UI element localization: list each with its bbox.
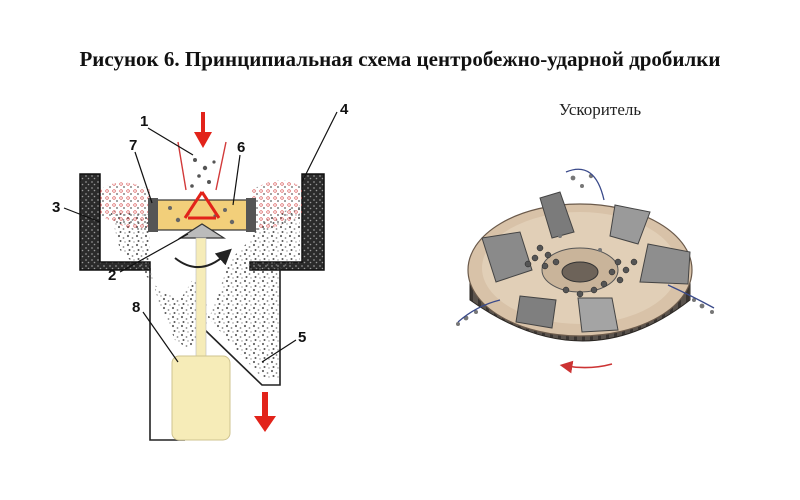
rotor-right-wall	[246, 198, 256, 232]
particle-trajectory-left	[457, 299, 501, 323]
callout-7: 7	[129, 137, 137, 154]
crusher-diagram: 1 7 6 3 4 2 5 8	[52, 101, 349, 441]
callout-1: 1	[140, 113, 148, 130]
drive-shaft	[195, 237, 207, 359]
flying-particles	[456, 173, 714, 326]
crushed-material	[110, 205, 300, 378]
callout-leaders	[63, 111, 338, 363]
vane-back	[539, 191, 575, 239]
particle-trajectory-top	[565, 168, 605, 201]
accelerator-rock-bed	[524, 244, 638, 298]
callout-6: 6	[237, 139, 245, 156]
accelerator-diagram	[456, 168, 715, 374]
callout-5: 5	[298, 329, 306, 346]
motor	[171, 355, 231, 441]
vane-right-back	[609, 204, 651, 245]
vane-left	[481, 231, 533, 283]
feed-stream	[177, 141, 227, 191]
callout-2: 2	[108, 267, 116, 284]
vane-front	[577, 297, 619, 333]
vane-front-left	[515, 295, 557, 329]
rotor-left-wall	[148, 198, 158, 232]
impact-arrows	[183, 191, 221, 220]
callout-8: 8	[132, 299, 140, 316]
discharge-arrow	[254, 392, 276, 432]
rotation-arrow	[174, 248, 232, 268]
accelerator-label: Ускоритель	[558, 100, 642, 119]
particle-trajectory-right	[667, 284, 715, 309]
figure-title: Рисунок 6. Принципиальная схема центробе…	[79, 47, 721, 71]
callout-3: 3	[52, 199, 60, 216]
disc-rotation-arrow	[559, 360, 613, 374]
material-spray-right	[252, 180, 302, 232]
vane-right	[639, 243, 691, 285]
callout-4: 4	[340, 101, 349, 118]
material-spray-left	[100, 182, 150, 232]
hub-inner	[561, 261, 599, 283]
feed-arrow	[194, 112, 212, 148]
